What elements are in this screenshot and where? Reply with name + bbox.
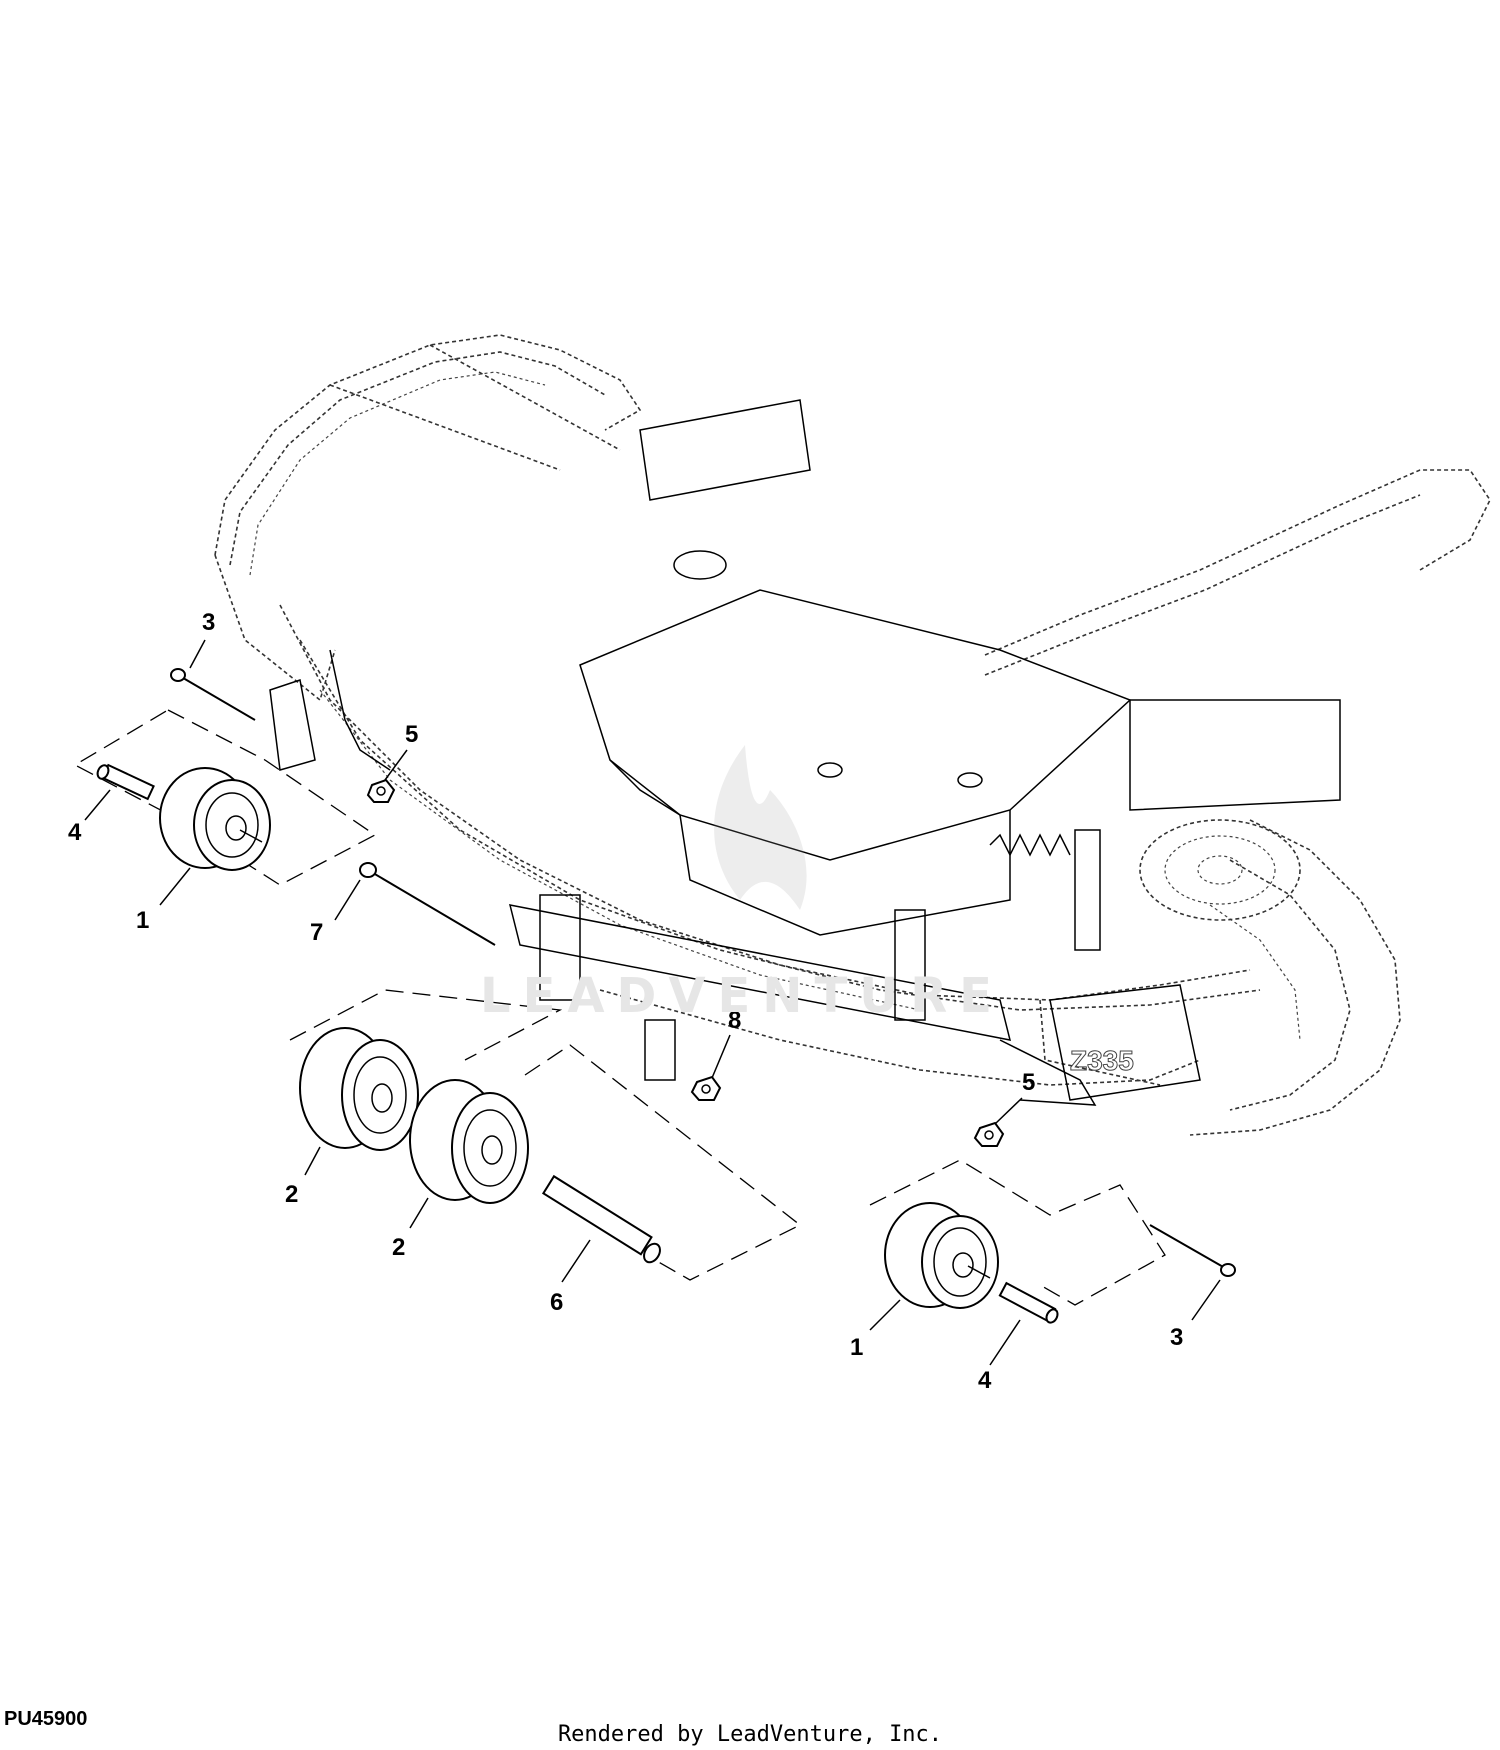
callout-2-b: 2 <box>392 1234 405 1261</box>
roller-2a <box>299 1027 419 1176</box>
watermark-logo <box>714 745 807 910</box>
callout-3-left: 3 <box>202 609 215 636</box>
nut-5-left <box>366 749 408 803</box>
mower-deck-phantom <box>214 334 1491 1136</box>
bolt-7 <box>334 862 496 946</box>
watermark-text: LEADVENTURE <box>480 968 1004 1024</box>
right-wheel-group <box>869 1159 1236 1366</box>
shaft-6 <box>541 1174 661 1283</box>
spacer-4-left <box>84 763 155 821</box>
left-wheel-group <box>73 709 377 906</box>
center-roller-group <box>289 989 802 1283</box>
bolt-3-left <box>170 639 256 721</box>
callout-4-right: 4 <box>978 1367 992 1394</box>
nut-5-right <box>973 1097 1023 1147</box>
callout-5-left: 5 <box>405 721 418 748</box>
callout-6: 6 <box>550 1289 563 1316</box>
callout-1-right: 1 <box>850 1334 863 1361</box>
callout-1-left: 1 <box>136 907 149 934</box>
callout-4-left: 4 <box>68 819 82 846</box>
callout-labels: 3 5 4 1 7 8 5 2 2 6 1 4 3 <box>68 609 1183 1394</box>
bolt-3-right <box>1149 1224 1236 1321</box>
callout-7: 7 <box>310 919 323 946</box>
wheel-1-right <box>869 1202 999 1331</box>
figure-id: PU45900 <box>4 1708 88 1730</box>
spacer-4-right <box>989 1281 1059 1366</box>
callout-3-right: 3 <box>1170 1324 1183 1351</box>
roller-2b <box>409 1079 529 1229</box>
nut-8 <box>690 1034 731 1101</box>
callout-5-right: 5 <box>1022 1069 1035 1096</box>
svg-text:Z335: Z335 <box>1070 1045 1134 1076</box>
credit-text: Rendered by LeadVenture, Inc. <box>557 1722 943 1747</box>
callout-8: 8 <box>728 1007 741 1034</box>
wheel-1-left <box>159 767 271 906</box>
callout-2-a: 2 <box>285 1181 298 1208</box>
deck-platform: Z335 <box>269 399 1341 1106</box>
